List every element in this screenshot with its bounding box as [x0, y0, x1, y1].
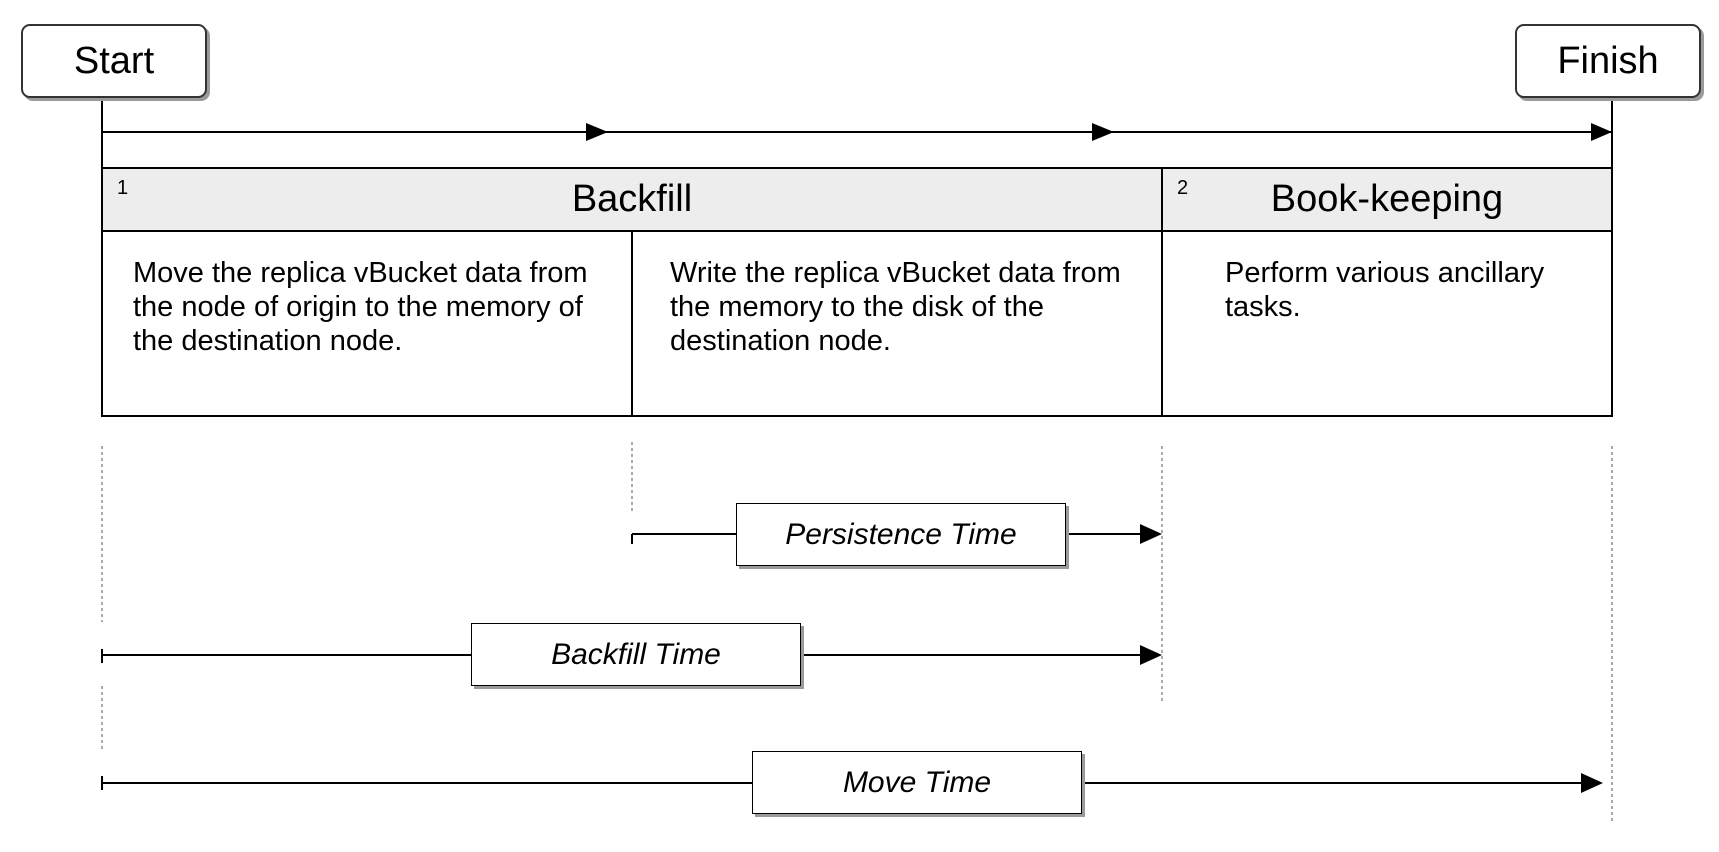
- step-description-write: Write the replica vBucket data from the …: [670, 257, 1121, 357]
- phase-number-1: 1: [117, 177, 129, 199]
- phase-number-2: 2: [1177, 177, 1189, 199]
- move-time-label: Move Time: [752, 751, 1082, 814]
- persistence-time-label: Persistence Time: [736, 503, 1066, 566]
- step-description-ancillary: Perform various ancillary tasks.: [1225, 257, 1545, 323]
- start-node: Start: [21, 24, 207, 98]
- persistence-time-arrow: [631, 524, 1162, 544]
- backfill-time-text: Backfill Time: [551, 637, 721, 671]
- phase-header-backfill: 1 Backfill: [103, 169, 1161, 232]
- backfill-time-label: Backfill Time: [471, 623, 801, 686]
- phase-header-bookkeeping: 2 Book-keeping: [1163, 169, 1611, 232]
- move-time-arrow: [101, 773, 1603, 793]
- timeline-arrowhead-1: [586, 123, 608, 141]
- guide-lines: [101, 442, 1613, 824]
- persistence-time-text: Persistence Time: [785, 517, 1017, 551]
- timeline-arrowhead-3: [1591, 123, 1612, 141]
- phase-title-bookkeeping: Book-keeping: [1270, 178, 1504, 220]
- step-description-move: Move the replica vBucket data from the n…: [133, 257, 588, 357]
- backfill-time-arrow: [101, 645, 1162, 665]
- finish-node: Finish: [1515, 24, 1701, 98]
- timeline-arrow: [102, 123, 1612, 141]
- timeline-arrowhead-2: [1092, 123, 1114, 141]
- move-time-text: Move Time: [842, 765, 992, 799]
- start-label: Start: [73, 39, 155, 82]
- finish-label: Finish: [1557, 39, 1659, 82]
- phase-table-frame: [101, 167, 1613, 417]
- phase-title-backfill: Backfill: [571, 178, 693, 220]
